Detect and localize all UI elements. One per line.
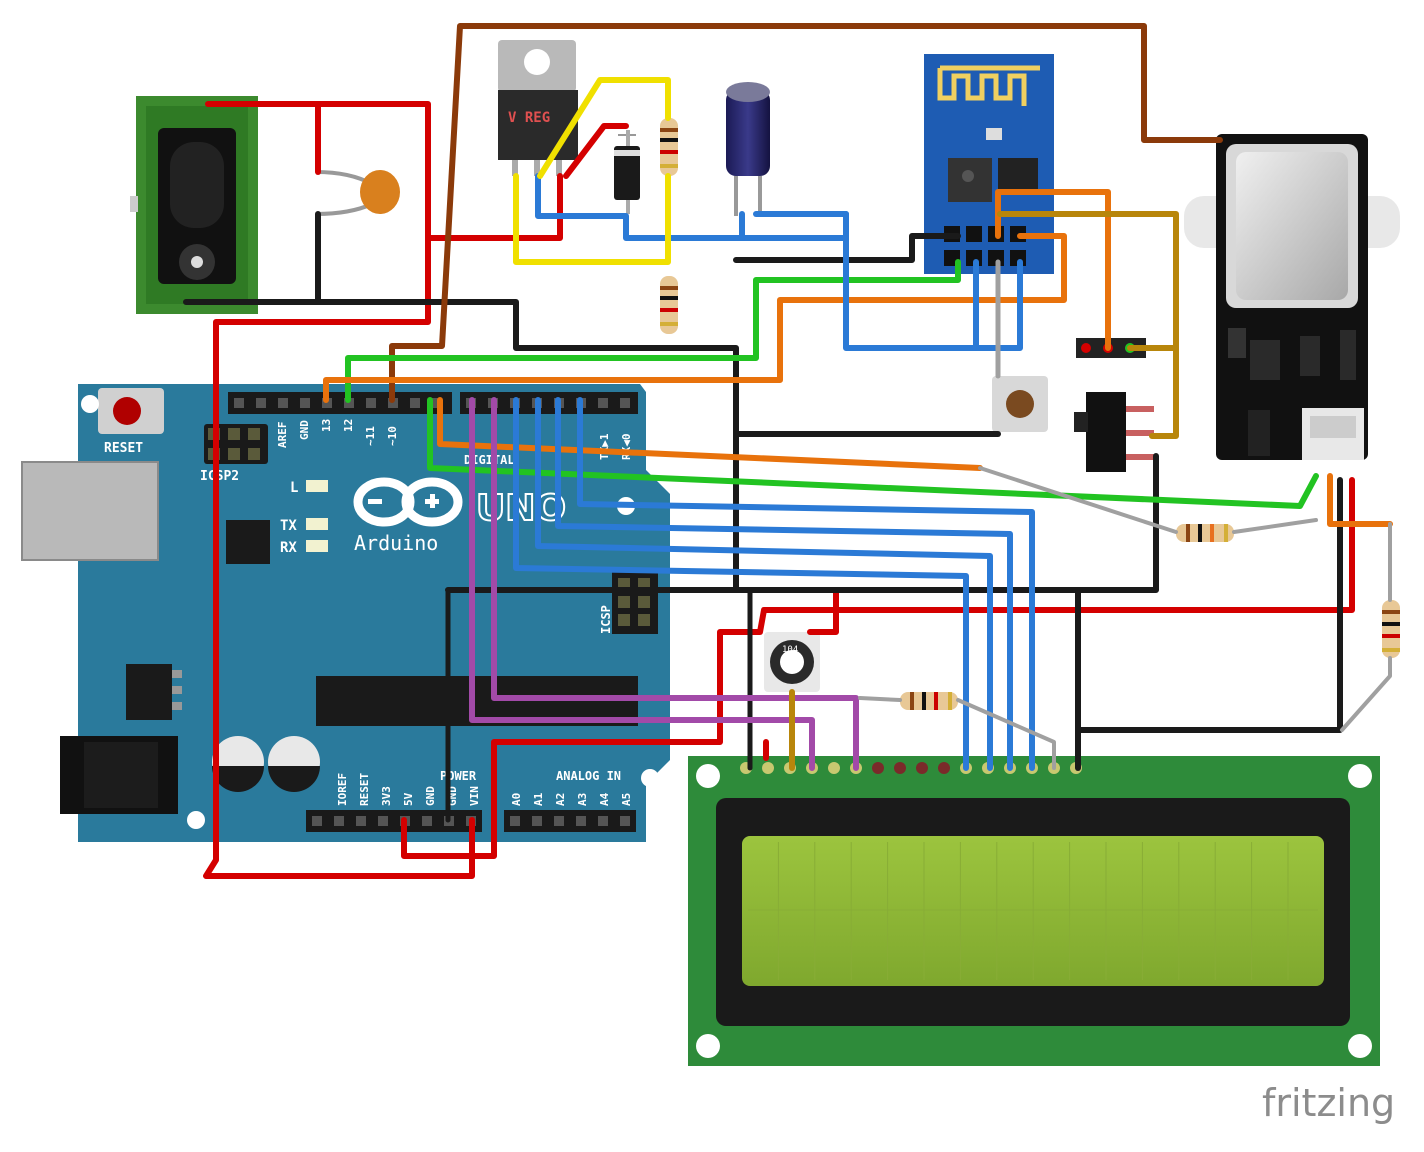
wire — [555, 397, 1013, 771]
wire — [183, 299, 739, 593]
wire — [389, 23, 1223, 403]
usb-port-icon[interactable] — [21, 461, 159, 561]
wire — [1327, 473, 1393, 527]
wire — [401, 477, 1355, 859]
arduino-brand: Arduino — [354, 531, 438, 555]
power-pin-label: IOREF — [336, 773, 349, 806]
wire — [535, 173, 849, 241]
icsp-header — [612, 572, 658, 634]
pot-label: 104 — [782, 645, 798, 655]
led-l-label: L — [290, 480, 298, 496]
wire — [978, 466, 1178, 534]
pin-gnd-label: GND — [298, 420, 311, 440]
pin-11-label: ~11 — [364, 426, 377, 446]
lcd-display-icon — [688, 756, 1380, 1066]
wire — [733, 233, 961, 263]
wire — [577, 397, 1035, 771]
wire — [513, 173, 671, 265]
fingerprint-sensor-icon — [1184, 134, 1400, 460]
analog-pin-label: A0 — [510, 793, 523, 806]
wire — [1340, 656, 1392, 732]
resistor-icon — [660, 118, 678, 176]
reset-button[interactable] — [98, 388, 164, 434]
wire — [203, 235, 475, 879]
voltage-regulator-icon: V REG — [498, 40, 578, 176]
pin-12-label: 12 — [342, 419, 355, 432]
pin-tx-label: TX▶1 — [598, 433, 611, 460]
slide-switch-icon[interactable] — [1074, 392, 1154, 472]
analog-pin-label: A1 — [532, 792, 545, 806]
wire — [491, 397, 859, 771]
wire — [535, 397, 993, 771]
pin-rx-label: RX◀0 — [620, 434, 633, 461]
capacitor-icon — [726, 82, 770, 216]
analog-pin-label: A4 — [598, 792, 611, 806]
wire — [513, 397, 969, 771]
vreg-label: V REG — [508, 110, 550, 126]
push-button-icon[interactable] — [992, 376, 1048, 432]
resistor-icon — [1382, 600, 1400, 658]
diode-icon — [614, 130, 640, 214]
capacitor-icon — [212, 736, 320, 792]
power-pin-label: VIN — [468, 786, 481, 806]
icsp2-label: ICSP2 — [200, 469, 239, 484]
wire — [323, 233, 1067, 403]
pin-13-label: 13 — [320, 419, 333, 432]
resistor-icon — [660, 276, 678, 334]
pin-aref-label: AREF — [276, 422, 289, 449]
wire — [563, 123, 629, 179]
resistor-icon — [1176, 524, 1234, 542]
wire — [537, 77, 671, 179]
dc-power-jack-module — [130, 96, 258, 314]
fritzing-logo: fritzing — [1262, 1081, 1395, 1125]
wire — [997, 211, 1179, 439]
wire — [807, 589, 839, 635]
arduino-uno-board: RESET ICSP2 L TX RX — [21, 384, 670, 842]
reset-label: RESET — [104, 441, 143, 456]
wire — [858, 696, 902, 702]
led-tx-label: TX — [280, 518, 297, 534]
uno-label: UNO — [476, 488, 566, 529]
power-pin-label: 3V3 — [380, 786, 393, 806]
analog-pin-label: A3 — [576, 793, 589, 806]
wire — [469, 397, 815, 771]
wire — [1075, 477, 1343, 733]
barrel-jack-icon[interactable] — [60, 736, 178, 814]
analog-pin-label: A5 — [620, 793, 633, 806]
esp8266-icon — [924, 54, 1054, 274]
led-rx-label: RX — [280, 540, 297, 556]
pin-10-label: ~10 — [386, 426, 399, 446]
barrel-jack-icon — [158, 128, 236, 284]
icsp-label: ICSP — [599, 605, 613, 634]
digital-label: DIGITAL — [464, 453, 515, 467]
analog-pin-label: A2 — [554, 793, 567, 806]
power-pin-label: 5V — [402, 792, 415, 806]
wire — [437, 397, 983, 471]
wire — [956, 698, 1056, 770]
wire — [1232, 518, 1318, 534]
analog-in-label: ANALOG IN — [556, 769, 621, 783]
wire — [843, 211, 1023, 351]
wires — [183, 23, 1393, 879]
power-pin-label: GND — [424, 786, 437, 806]
ceramic-capacitor-icon — [315, 170, 400, 216]
power-pin-label: RESET — [358, 773, 371, 806]
wire — [427, 397, 1319, 509]
resistor-icon — [900, 692, 958, 710]
potentiometer-icon[interactable]: 104 — [764, 632, 820, 692]
arduino-logo — [353, 477, 463, 527]
wire — [345, 259, 961, 403]
